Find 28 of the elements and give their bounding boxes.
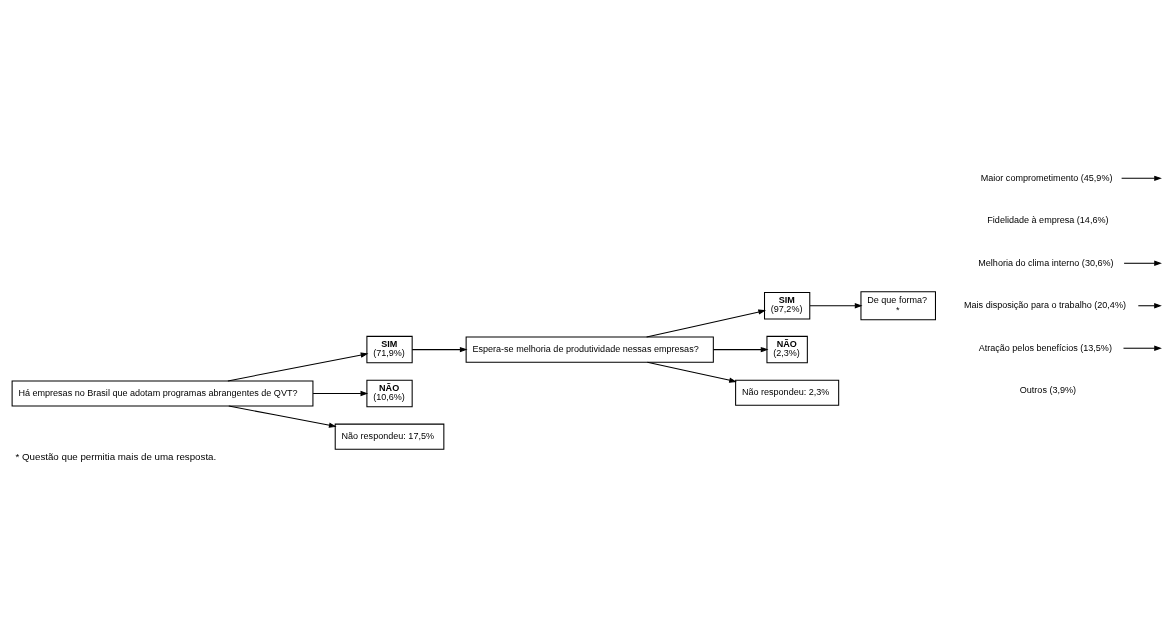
label: Outros (3,9%) xyxy=(1019,385,1077,396)
node-box: SIM (97,2%) xyxy=(764,292,811,320)
arrow xyxy=(1122,345,1162,351)
arrow xyxy=(1123,260,1162,266)
node-text: Melhoria do clima interno (30,6%) xyxy=(978,257,1114,268)
arrow xyxy=(227,352,369,382)
arrow xyxy=(312,390,369,397)
node-box: Há empresas no Brasil que adotam programas abrangentes de QVT? xyxy=(11,380,314,407)
arrow xyxy=(646,361,737,383)
caption: * Questão que permitia mais de uma resposta. xyxy=(15,450,217,462)
node-box: NÃO (2,3%) xyxy=(766,335,808,364)
arrow xyxy=(809,303,863,309)
arrow xyxy=(1121,175,1162,181)
label: Fidelidade à empresa (14,6%) xyxy=(987,215,1109,226)
node-text: Maior comprometimento (45,9%) xyxy=(980,172,1113,183)
node-box: Espera-se melhoria de produtividade nessas empresas? xyxy=(465,336,714,363)
node-box: NÃO (10,6%) xyxy=(366,379,413,408)
node-text: Atração pelos benefícios (13,5%) xyxy=(978,342,1112,353)
arrow xyxy=(646,309,766,338)
node-box: Não respondeu: 2,3% xyxy=(735,379,840,406)
arrow xyxy=(1137,303,1162,309)
arrow xyxy=(712,346,769,353)
node-box: SIM (71,9%) xyxy=(366,335,413,364)
node-box: De que forma? * xyxy=(860,291,936,321)
arrow xyxy=(411,346,468,353)
node-box: Não respondeu: 17,5% xyxy=(334,423,445,450)
node-text: Mais disposição para o trabalho (20,4%) xyxy=(964,300,1126,311)
arrow xyxy=(228,405,337,428)
